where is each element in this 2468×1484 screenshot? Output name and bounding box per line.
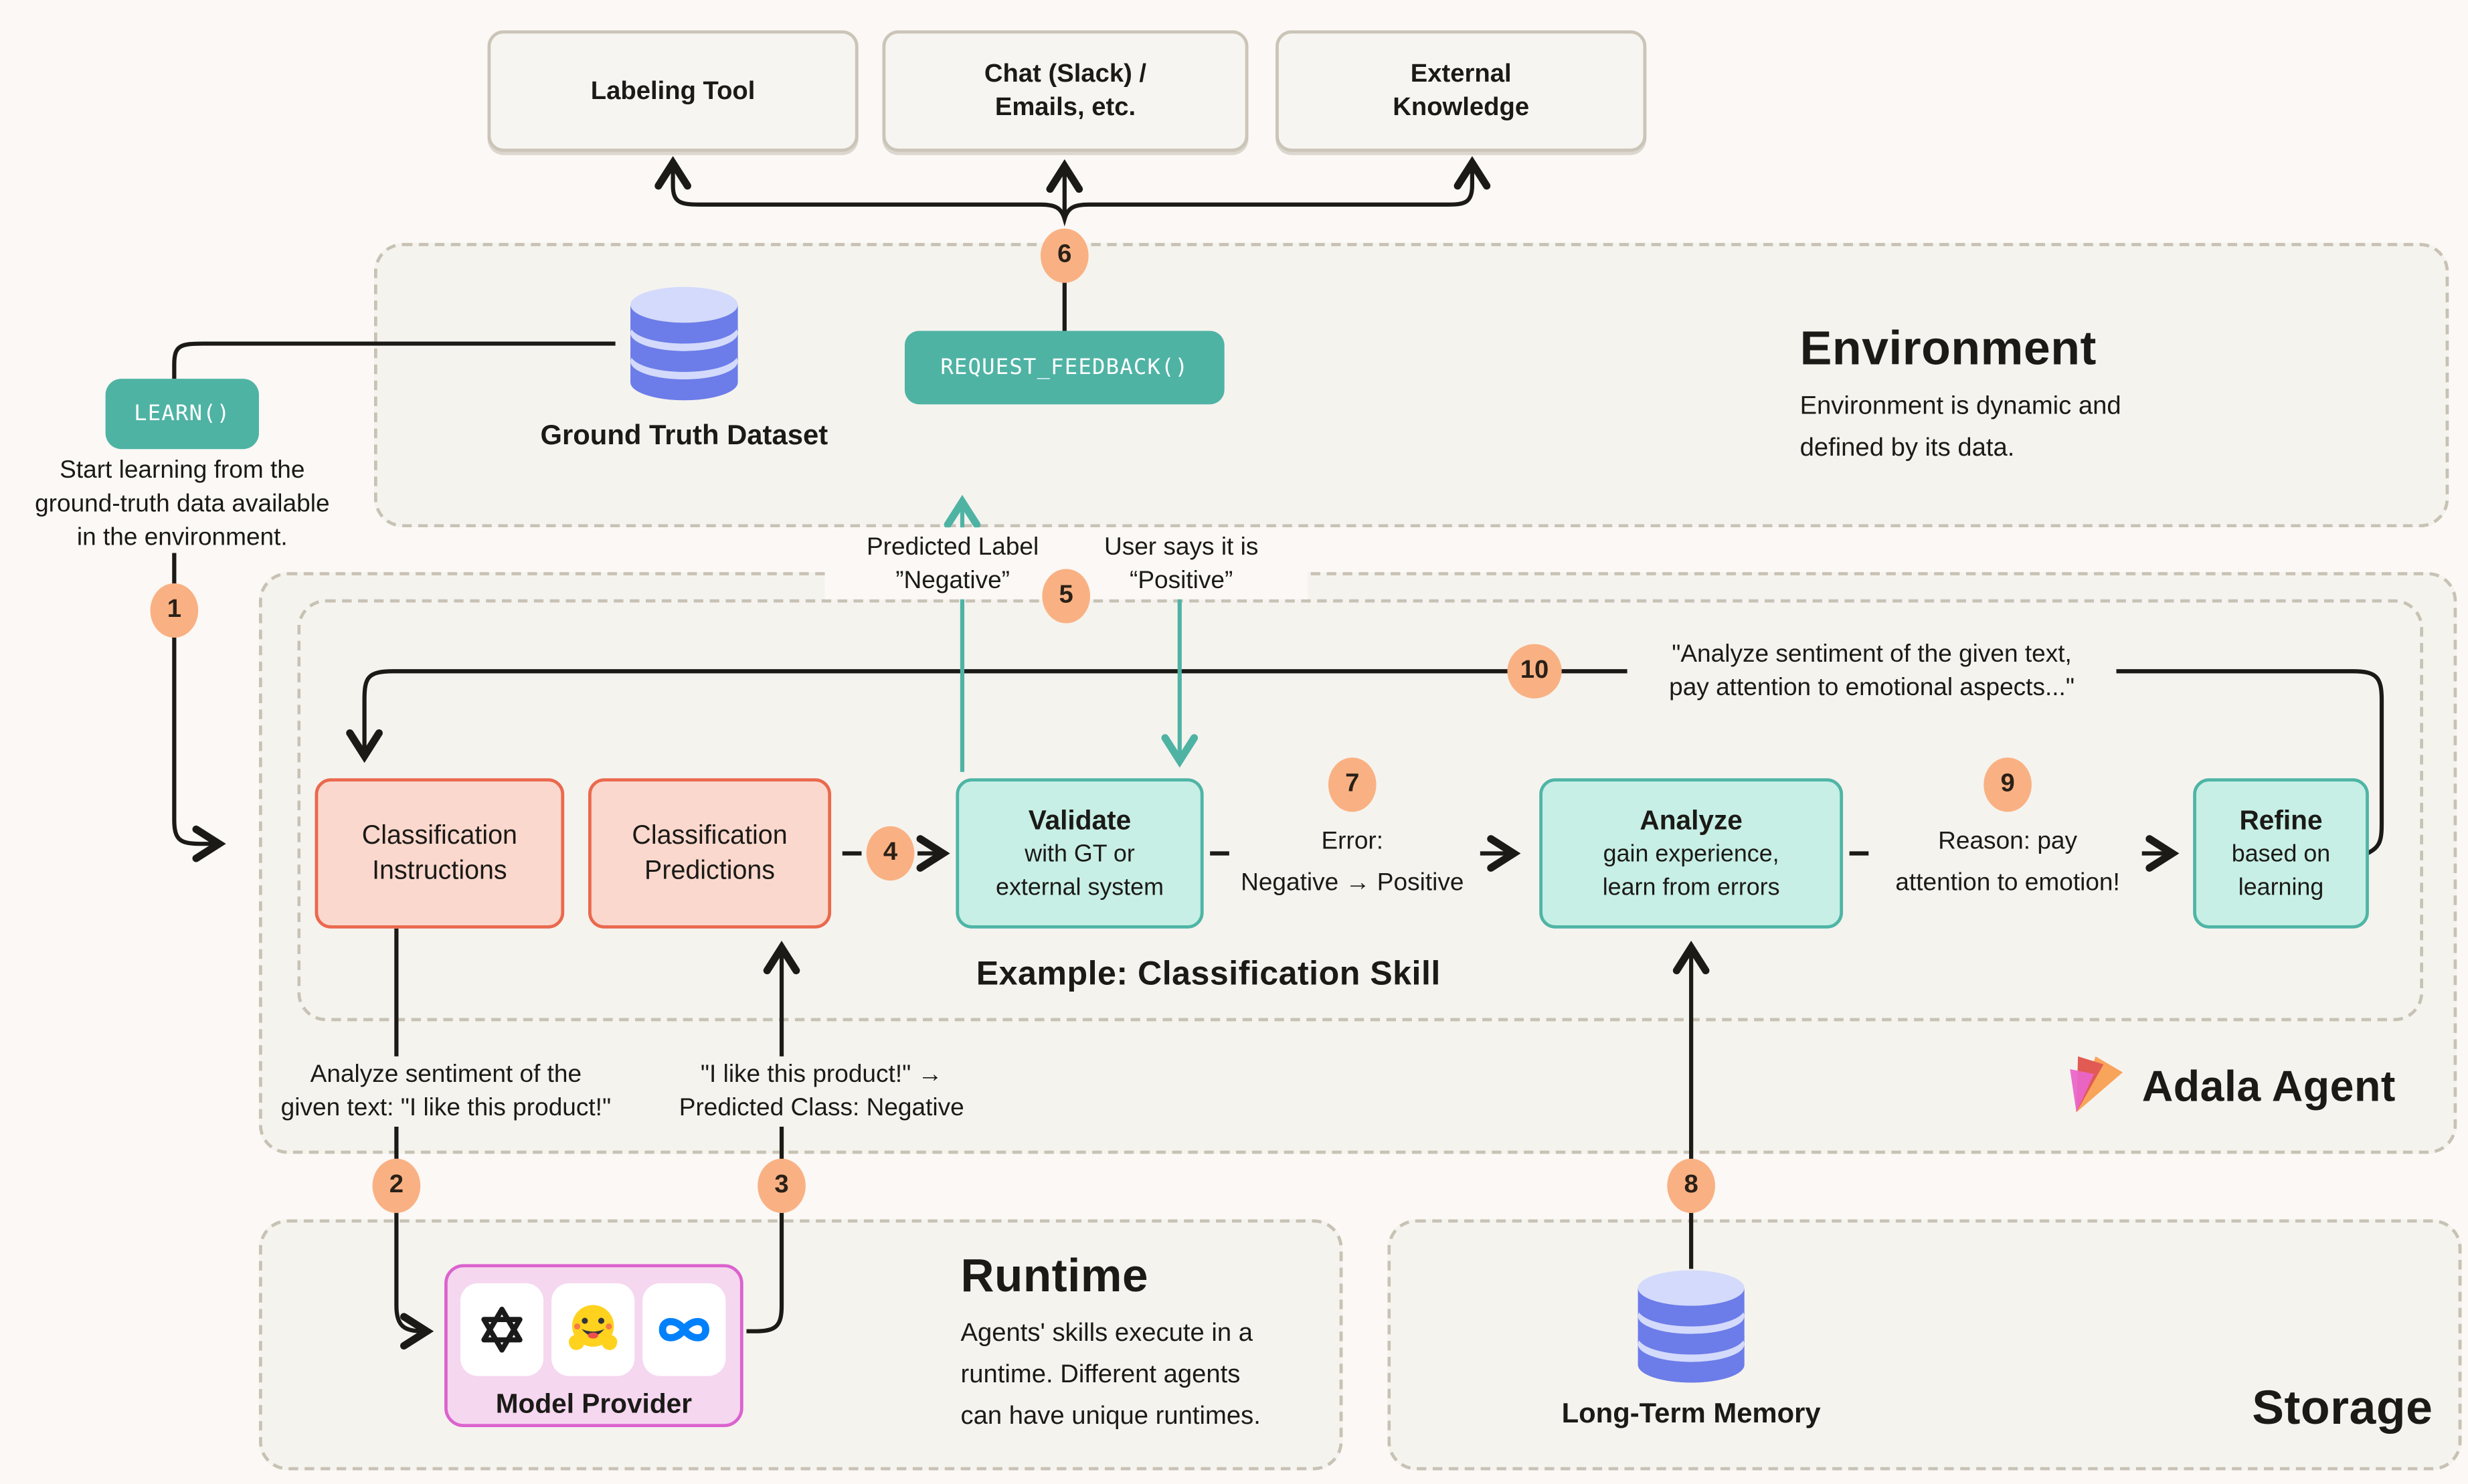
adala-logo-icon	[2070, 1056, 2123, 1113]
step-marker-6: 6	[1040, 228, 1089, 283]
example-skill-title: Example: Classification Skill	[976, 955, 1441, 993]
environment-subtitle: Environment is dynamic and defined by it…	[1799, 393, 2121, 462]
source-label: Chat (Slack) /	[984, 60, 1147, 88]
environment-title: Environment	[1799, 322, 2097, 376]
source-box-chat: Chat (Slack) / Emails, etc.	[882, 30, 1249, 152]
step-marker-8: 8	[1667, 1158, 1715, 1213]
step-marker-4: 4	[866, 826, 915, 881]
learn-box: LEARN()	[105, 379, 259, 450]
analyze-box: Analyze gain experience, learn from erro…	[1539, 778, 1844, 929]
openai-icon	[481, 1307, 523, 1353]
model-provider-label: Model Provider	[495, 1388, 693, 1420]
refine-box: Refine based on learning	[2193, 778, 2369, 929]
step-marker-3: 3	[758, 1158, 806, 1213]
runtime-title: Runtime	[960, 1251, 1148, 1303]
step-marker-10: 10	[1507, 644, 1562, 699]
step-marker-9: 9	[1984, 757, 2032, 812]
request-feedback-box: REQUEST_FEEDBACK()	[904, 331, 1225, 405]
predicted-label-caption: Predicted Label ”Negative”	[824, 527, 1081, 599]
provider-tile	[551, 1283, 635, 1376]
provider-tile	[460, 1283, 544, 1376]
instruction-example-caption: Analyze sentiment of the given text: "I …	[266, 1056, 625, 1127]
long-term-memory-label: Long-Term Memory	[1561, 1396, 1821, 1429]
classification-predictions-box: Classification Predictions	[588, 778, 832, 929]
source-label: External	[1410, 60, 1512, 88]
source-label: Knowledge	[1393, 94, 1530, 122]
error-annotation: Error: Negative → Positive	[1241, 828, 1464, 897]
ground-truth-database-icon	[630, 286, 738, 401]
meta-icon	[658, 1317, 709, 1341]
validate-box: Validate with GT or external system	[956, 778, 1204, 929]
classification-instructions-box: Classification Instructions	[315, 778, 565, 929]
step-marker-7: 7	[1328, 757, 1377, 812]
reason-annotation: Reason: pay attention to emotion!	[1895, 828, 2120, 897]
user-says-caption: User says it is “Positive”	[1055, 527, 1308, 599]
storage-section	[1387, 1219, 2462, 1471]
prediction-example-caption: "I like this product!" → Predicted Class…	[642, 1056, 1001, 1127]
model-provider-box: Model Provider	[444, 1264, 743, 1428]
adala-agent-brand: Adala Agent	[2141, 1062, 2396, 1111]
runtime-section	[258, 1219, 1343, 1471]
step-marker-1: 1	[150, 583, 199, 638]
source-box-labeling-tool: Labeling Tool	[487, 30, 859, 152]
source-box-external-knowledge: External Knowledge	[1275, 30, 1647, 152]
ground-truth-dataset-label: Ground Truth Dataset	[540, 418, 828, 451]
step-marker-5: 5	[1042, 569, 1091, 624]
long-term-memory-database-icon	[1638, 1270, 1745, 1383]
source-label: Labeling Tool	[590, 77, 756, 105]
provider-tile	[642, 1283, 726, 1376]
storage-title: Storage	[2252, 1382, 2433, 1435]
step-marker-2: 2	[372, 1158, 421, 1213]
runtime-description: Agents' skills execute in a runtime. Dif…	[960, 1319, 1261, 1430]
learn-caption: Start learning from the ground-truth dat…	[35, 457, 330, 552]
huggingface-icon	[568, 1305, 618, 1350]
source-label: Emails, etc.	[994, 94, 1136, 122]
refined-instruction-quote: "Analyze sentiment of the given text, pa…	[1627, 636, 2117, 707]
